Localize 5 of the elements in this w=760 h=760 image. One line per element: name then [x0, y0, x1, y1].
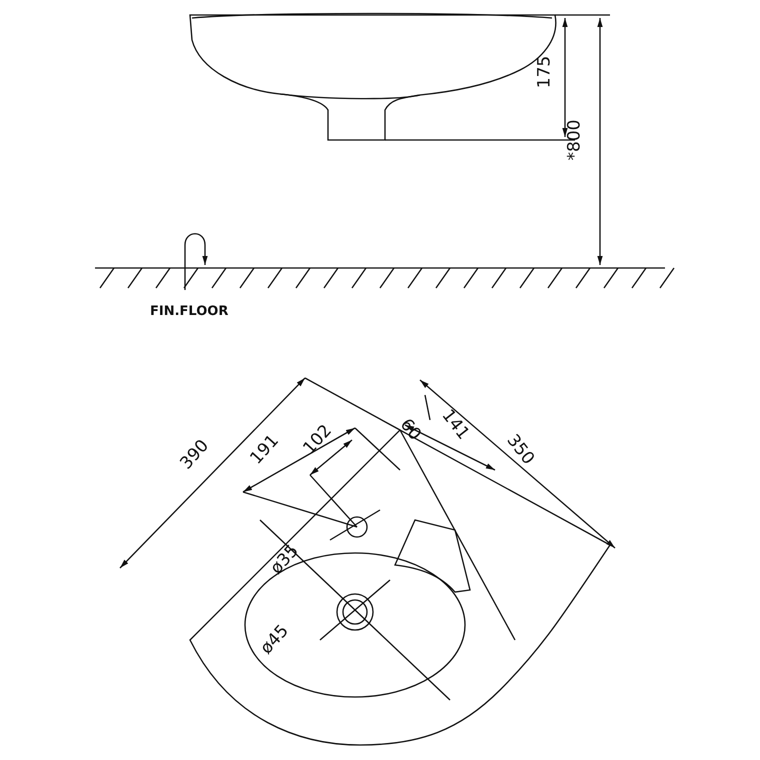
dimension-value: 191	[248, 432, 282, 468]
dimension-value: *800	[566, 120, 584, 160]
floor-level-label: FIN.FLOOR	[150, 305, 228, 318]
dimension-value: 102	[300, 422, 336, 458]
dimension-value: 175	[536, 56, 554, 88]
